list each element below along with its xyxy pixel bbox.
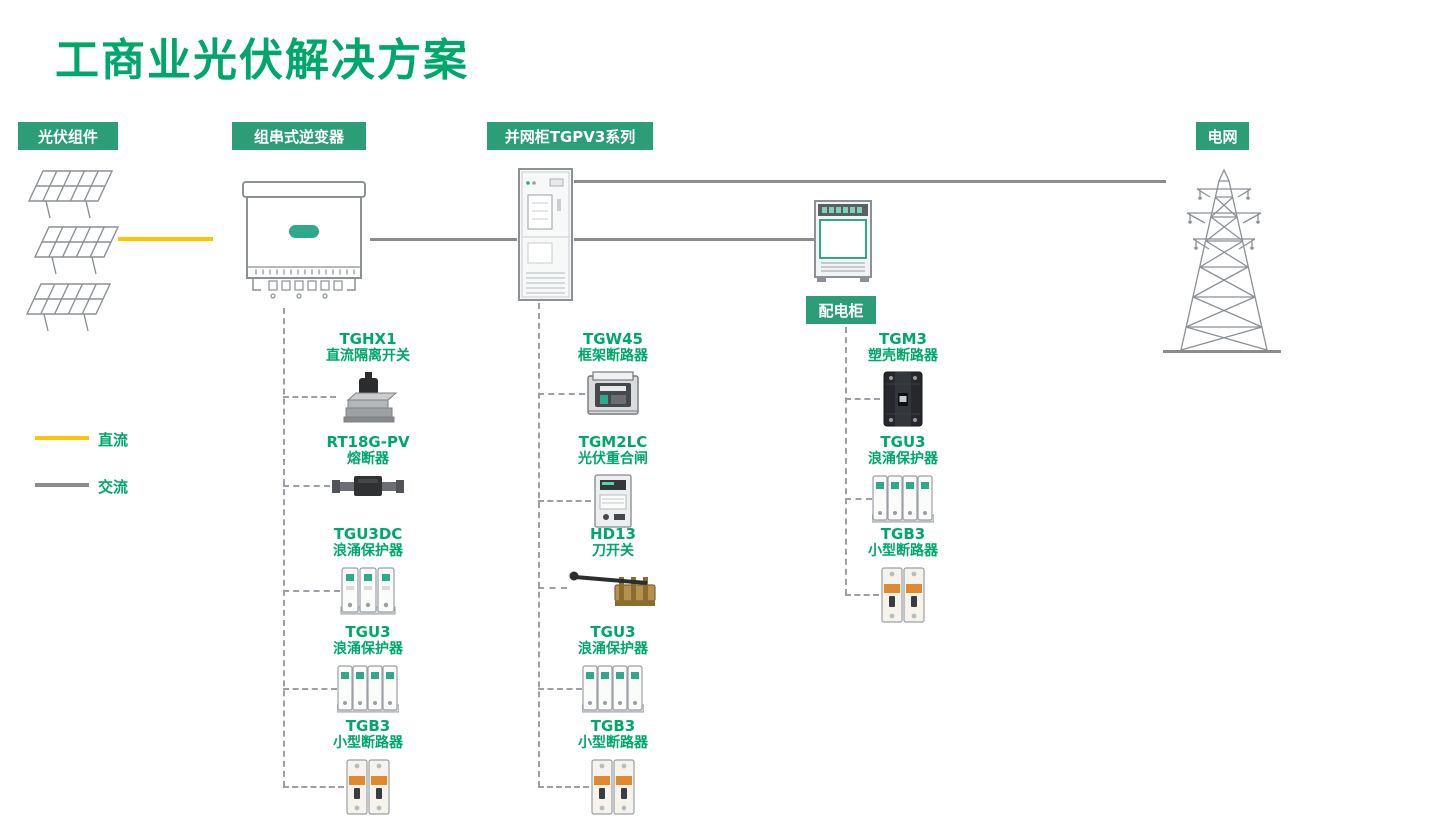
legend-ac-label: 交流 (98, 478, 129, 496)
product-model: TGB3 (880, 525, 926, 543)
mini-breaker-product-image (589, 757, 637, 817)
knife-switch-product-image (567, 565, 659, 611)
badge-label: 配电柜 (818, 301, 864, 320)
product-desc: 刀开关 (592, 543, 634, 559)
ac-line-gridcabinet-to-distribution (574, 238, 815, 241)
surge-protector-product-image (336, 663, 400, 715)
component-tgb3-distribution: TGB3 小型断路器 (823, 525, 983, 625)
component-tgb3-gridcabinet: TGB3 小型断路器 (533, 717, 693, 817)
dashed-stub (538, 786, 589, 788)
dashed-connector-inverter-column (283, 308, 285, 787)
pv-recloser-product-image (591, 473, 635, 529)
ac-line-gridcabinet-to-grid (574, 180, 1166, 183)
badge-label: 组串式逆变器 (253, 127, 344, 146)
product-model: TGB3 (590, 717, 636, 735)
dashed-stub (283, 786, 344, 788)
product-desc: 直流隔离开关 (326, 348, 410, 364)
dashed-stub (538, 587, 567, 589)
dashed-stub (845, 398, 880, 400)
component-rt18g-pv: RT18G-PV 熔断器 (288, 433, 448, 499)
product-desc: 浪涌保护器 (333, 543, 403, 559)
product-desc: 浪涌保护器 (578, 641, 648, 657)
dashed-stub (283, 688, 337, 690)
product-desc: 小型断路器 (333, 735, 403, 751)
badge-power-grid: 电网 (1196, 122, 1249, 150)
product-model: RT18G-PV (326, 433, 410, 451)
component-tgu3-distribution: TGU3 浪涌保护器 (823, 433, 983, 525)
mini-breaker-product-image (344, 757, 392, 817)
badge-pv-modules: 光伏组件 (18, 122, 118, 150)
dashed-stub (538, 688, 582, 690)
solar-panel-icon (26, 283, 111, 332)
component-tgm2lc: TGM2LC 光伏重合闸 (533, 433, 693, 529)
dashed-connector-gridcabinet-column (538, 303, 540, 787)
product-model: TGM3 (879, 330, 927, 348)
product-desc: 塑壳断路器 (868, 348, 938, 364)
dashed-stub (845, 498, 872, 500)
surge-protector-product-image (581, 663, 645, 715)
product-model: TGB3 (345, 717, 391, 735)
component-tghx1: TGHX1 直流隔离开关 (288, 330, 448, 424)
component-tgu3-gridcabinet: TGU3 浪涌保护器 (533, 623, 693, 715)
product-model: TGM2LC (578, 433, 648, 451)
surge-protector-product-image (871, 473, 935, 525)
solar-panel-icon (28, 170, 113, 219)
badge-label: 光伏组件 (37, 127, 98, 146)
dashed-stub (538, 393, 585, 395)
distribution-cabinet-illustration (814, 200, 872, 282)
product-model: TGU3 (880, 433, 926, 451)
product-desc: 小型断路器 (868, 543, 938, 559)
product-desc: 熔断器 (347, 451, 389, 467)
component-tgu3-inverter: TGU3 浪涌保护器 (288, 623, 448, 715)
product-model: TGU3 (345, 623, 391, 641)
dc-line-panels-to-inverter (118, 237, 213, 241)
frame-breaker-product-image (585, 370, 641, 418)
dashed-stub (845, 594, 879, 596)
component-tgb3-inverter: TGB3 小型断路器 (288, 717, 448, 817)
dashed-stub (283, 396, 336, 398)
badge-distribution-cabinet: 配电柜 (806, 296, 876, 324)
ac-line-inverter-to-gridcabinet (370, 238, 517, 241)
product-desc: 浪涌保护器 (333, 641, 403, 657)
badge-grid-cabinet: 并网柜TGPV3系列 (487, 122, 653, 150)
legend-dc-label: 直流 (98, 431, 129, 449)
dashed-stub (283, 485, 330, 487)
inverter-illustration (242, 181, 366, 299)
dashed-stub (283, 590, 340, 592)
product-model: TGHX1 (339, 330, 397, 348)
product-desc: 浪涌保护器 (868, 451, 938, 467)
grid-cabinet-illustration (518, 168, 573, 301)
dashed-connector-distribution-column (845, 327, 847, 595)
product-desc: 小型断路器 (578, 735, 648, 751)
component-tgw45: TGW45 框架断路器 (533, 330, 693, 418)
legend-dc-line (35, 436, 89, 440)
legend-ac-line (35, 483, 89, 487)
product-desc: 框架断路器 (578, 348, 648, 364)
inverter-logo (289, 225, 319, 238)
fuse-product-image (330, 473, 406, 499)
product-model: HD13 (590, 525, 636, 543)
mini-breaker-product-image (879, 565, 927, 625)
badge-string-inverter: 组串式逆变器 (232, 122, 366, 150)
solar-panel-icon (34, 226, 119, 275)
product-model: TGW45 (583, 330, 643, 348)
badge-label: 并网柜TGPV3系列 (504, 127, 636, 146)
component-tgm3: TGM3 塑壳断路器 (823, 330, 983, 428)
component-tgu3dc: TGU3DC 浪涌保护器 (288, 525, 448, 617)
transmission-tower-illustration (1180, 168, 1268, 351)
molded-case-breaker-product-image (880, 370, 926, 428)
page-title: 工商业光伏解决方案 (55, 35, 469, 86)
product-desc: 光伏重合闸 (578, 451, 648, 467)
badge-label: 电网 (1207, 127, 1238, 146)
product-model: TGU3DC (333, 525, 403, 543)
ground-line (1163, 350, 1281, 353)
product-model: TGU3 (590, 623, 636, 641)
surge-protector-product-image (340, 565, 396, 617)
component-hd13: HD13 刀开关 (533, 525, 693, 611)
dc-isolator-product-image (336, 370, 400, 424)
dashed-stub (538, 500, 591, 502)
